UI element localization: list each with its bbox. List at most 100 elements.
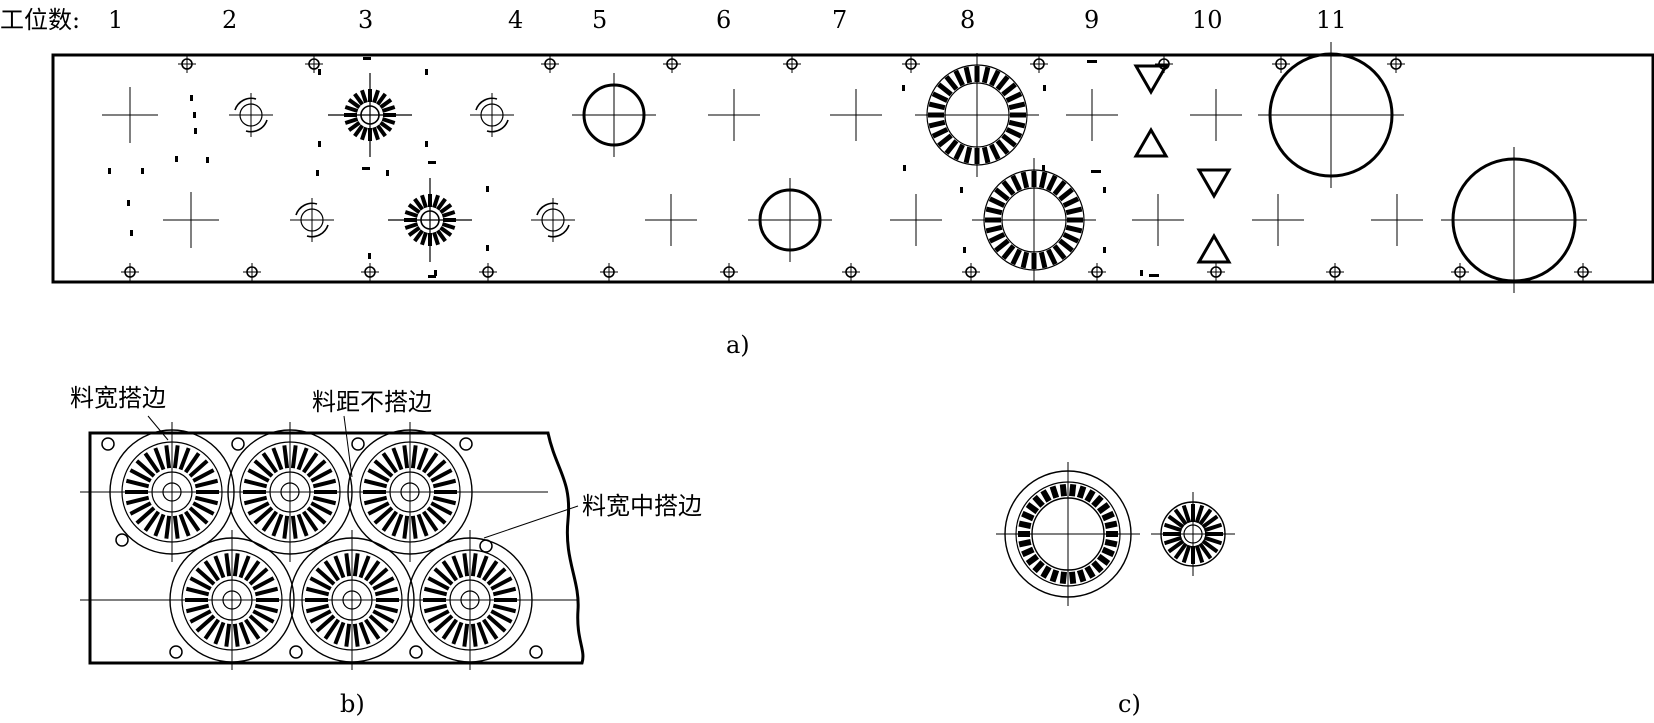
- lower-center-mark: [890, 194, 942, 246]
- station-1-center-mark: [102, 87, 158, 143]
- pilot-hole: [600, 263, 618, 281]
- shaft-hole: [470, 93, 514, 137]
- trace-mark: [960, 187, 963, 193]
- trace-mark: [428, 161, 436, 164]
- station-number-10: 10: [1192, 6, 1223, 34]
- station-header-label: 工位数:: [0, 6, 80, 34]
- strip-b-outline: [88, 431, 585, 665]
- pilot-hole: [243, 263, 261, 281]
- shaft-hole: [290, 198, 334, 242]
- finished-stator-part: [996, 462, 1140, 606]
- station-number-8: 8: [960, 6, 975, 34]
- triangle-notch-down: [1196, 168, 1232, 200]
- pilot-circle: [231, 437, 245, 451]
- trace-mark: [316, 170, 319, 176]
- station-number-9: 9: [1084, 6, 1099, 34]
- rotor-slot-punch: [388, 178, 472, 262]
- pilot-circle: [169, 645, 183, 659]
- station-number-5: 5: [592, 6, 607, 34]
- pilot-circle: [289, 645, 303, 659]
- pilot-hole: [1030, 55, 1048, 73]
- trace-mark: [963, 247, 966, 253]
- trace-mark: [486, 186, 489, 192]
- pilot-hole: [541, 55, 559, 73]
- pilot-hole: [902, 55, 920, 73]
- trace-mark: [428, 275, 436, 278]
- triangle-notch-up: [1133, 126, 1169, 158]
- blanking-circle: [1258, 42, 1404, 188]
- caption-a: a): [726, 331, 750, 359]
- station-9-center-mark: [1066, 89, 1118, 141]
- stator-slot-ring: [915, 53, 1039, 177]
- station-number-1: 1: [108, 6, 123, 34]
- triangle-notch-up: [1196, 232, 1232, 264]
- pilot-hole: [479, 263, 497, 281]
- pilot-hole: [1574, 263, 1592, 281]
- annotation-width-overlap: 料宽搭边: [70, 384, 166, 412]
- pilot-hole: [1272, 55, 1290, 73]
- trace-mark: [108, 168, 111, 174]
- shaft-hole: [531, 198, 575, 242]
- caption-c: c): [1118, 690, 1141, 718]
- finished-rotor-part: [1151, 492, 1235, 576]
- slotted-ring: [423, 553, 517, 647]
- station-10-center-mark: [1190, 89, 1242, 141]
- slotted-ring: [985, 171, 1083, 269]
- pilot-circle: [101, 437, 115, 451]
- trace-mark: [1043, 85, 1046, 91]
- trace-mark: [434, 270, 437, 276]
- slotted-ring: [243, 445, 337, 539]
- trace-mark: [1103, 187, 1106, 193]
- trace-mark: [363, 57, 371, 60]
- station-7-center-mark: [830, 89, 882, 141]
- trace-mark: [318, 69, 321, 75]
- caption-b: b): [340, 690, 365, 718]
- station-number-6: 6: [716, 6, 731, 34]
- trace-mark: [486, 245, 489, 251]
- trace-mark: [1087, 60, 1097, 63]
- pilot-hole: [361, 263, 379, 281]
- trace-mark: [175, 156, 178, 162]
- blanking-circle: [572, 73, 656, 157]
- pilot-circle: [459, 437, 473, 451]
- leader-pitch-no-overlap: [343, 415, 353, 478]
- pilot-hole: [305, 55, 323, 73]
- pilot-hole: [720, 263, 738, 281]
- finished-parts-c: [996, 462, 1235, 606]
- strip-a-outline: [51, 53, 1654, 284]
- pilot-hole: [121, 263, 139, 281]
- strip-b-layout: [80, 415, 585, 670]
- trace-mark: [1149, 274, 1159, 277]
- pilot-hole: [783, 55, 801, 73]
- pilot-hole: [1326, 263, 1344, 281]
- trace-mark: [190, 95, 193, 101]
- blanking-circle: [748, 178, 832, 262]
- trace-mark: [141, 168, 144, 174]
- trace-mark: [386, 170, 389, 176]
- annotation-pitch-no-overlap: 料距不搭边: [312, 388, 432, 416]
- trace-mark: [127, 200, 130, 206]
- trace-mark: [1091, 170, 1101, 173]
- pilot-circle: [115, 533, 129, 547]
- stator-slot-ring: [972, 158, 1096, 282]
- pilot-hole: [178, 55, 196, 73]
- pilot-hole: [663, 55, 681, 73]
- trace-mark: [130, 230, 133, 236]
- slotted-ring: [363, 445, 457, 539]
- pilot-hole: [842, 263, 860, 281]
- triangle-notch-down: [1133, 64, 1169, 96]
- slotted-ring: [305, 553, 399, 647]
- pilot-circle: [529, 645, 543, 659]
- trace-mark: [1103, 247, 1106, 253]
- trace-mark: [368, 253, 371, 259]
- lower-center-mark: [1371, 194, 1423, 246]
- station-number-11: 11: [1316, 6, 1347, 34]
- trace-mark: [902, 85, 905, 91]
- trace-mark: [318, 141, 321, 147]
- lower-center-mark: [1252, 194, 1304, 246]
- pilot-hole: [1088, 263, 1106, 281]
- pilot-circle: [409, 645, 423, 659]
- leader-width-middle-overlap: [483, 505, 579, 539]
